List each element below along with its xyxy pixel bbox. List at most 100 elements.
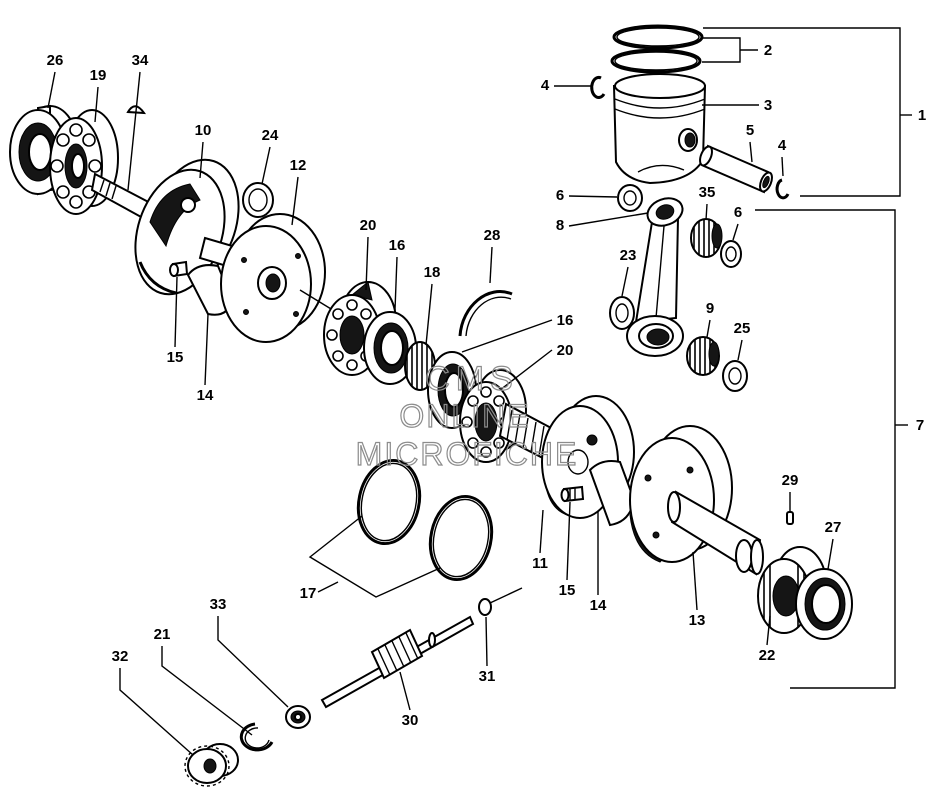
callout-19: 19 xyxy=(90,67,107,84)
callout-29: 29 xyxy=(782,472,799,489)
callout-6-right: 6 xyxy=(734,204,742,221)
callout-30: 30 xyxy=(402,712,419,729)
watermark-line-3: MICROFICHE xyxy=(356,436,579,472)
leader-16-left xyxy=(394,256,398,311)
part-31-washer xyxy=(478,587,523,616)
watermark: CMS ONLINE MICROFICHE xyxy=(355,359,579,472)
callout-21: 21 xyxy=(154,626,171,643)
callout-5: 5 xyxy=(746,122,754,139)
part-9-needle-bearing-big-end xyxy=(686,336,720,376)
callout-12: 12 xyxy=(290,157,307,174)
leader-31 xyxy=(485,616,488,667)
watermark-line-2: ONLINE xyxy=(399,398,530,434)
leader-25 xyxy=(737,339,743,361)
part-17-seal-rings xyxy=(356,458,494,582)
part-18-needle-bearing xyxy=(404,341,436,391)
callout-35: 35 xyxy=(699,184,716,201)
leader-5 xyxy=(749,141,753,163)
part-24-washer xyxy=(242,182,274,218)
callout-1: 1 xyxy=(918,107,926,124)
part-6-washer-right xyxy=(720,240,742,268)
callout-27: 27 xyxy=(825,519,842,536)
leader-lines xyxy=(47,71,834,756)
callout-16-right: 16 xyxy=(557,312,574,329)
callout-3: 3 xyxy=(764,97,772,114)
part-16-oil-seal-left xyxy=(363,311,417,385)
callout-14-left: 14 xyxy=(197,387,214,404)
leader-11 xyxy=(539,509,544,554)
part-13-crank-disc-with-shaft xyxy=(629,425,764,576)
callout-23: 23 xyxy=(620,247,637,264)
callout-16-left: 16 xyxy=(389,237,406,254)
part-29-pin xyxy=(786,511,794,525)
callout-6-left: 6 xyxy=(556,187,564,204)
leader-6-left xyxy=(568,195,618,198)
part-12-crank-disc-left xyxy=(220,213,326,343)
callout-4-left: 4 xyxy=(541,77,550,94)
callout-33: 33 xyxy=(210,596,227,613)
leader-22 xyxy=(766,615,771,646)
leader-6-right xyxy=(732,223,739,241)
callout-20-right: 20 xyxy=(557,342,574,359)
part-21-circlip xyxy=(239,722,274,752)
callout-18: 18 xyxy=(424,264,441,281)
leader-35 xyxy=(705,203,708,221)
callout-25: 25 xyxy=(734,320,751,337)
leader-15-right xyxy=(566,501,571,581)
callout-15-right: 15 xyxy=(559,582,576,599)
callout-20-left: 20 xyxy=(360,217,377,234)
callout-17: 17 xyxy=(300,585,317,602)
leader-9 xyxy=(706,319,711,338)
part-10-crank-web-left xyxy=(134,158,240,296)
part-32-drive-gear xyxy=(184,743,239,787)
leader-20-left xyxy=(365,236,369,291)
callout-4-right: 4 xyxy=(778,137,787,154)
callout-13: 13 xyxy=(689,612,706,629)
leader-30 xyxy=(399,671,411,711)
part-35-needle-bearing-small-end xyxy=(690,218,723,258)
part-4-circlip-left xyxy=(590,75,606,99)
bracket-assembly-1 xyxy=(703,27,912,197)
callout-8: 8 xyxy=(556,217,564,234)
callout-14-right: 14 xyxy=(590,597,607,614)
part-2-piston-rings xyxy=(610,24,704,74)
part-5-piston-pin xyxy=(699,144,773,194)
leader-16-right xyxy=(461,319,553,353)
callout-11: 11 xyxy=(532,555,548,572)
callout-9: 9 xyxy=(706,300,714,317)
part-30-drive-shaft xyxy=(320,615,475,709)
leader-32 xyxy=(119,668,194,756)
part-33-bearing xyxy=(285,705,311,729)
part-19-ball-bearing xyxy=(49,109,119,215)
leader-21 xyxy=(161,646,253,736)
leader-18 xyxy=(425,283,433,346)
leader-4-right xyxy=(781,156,784,177)
leader-10 xyxy=(199,141,204,179)
bracket-rings-17 xyxy=(308,515,441,598)
callouts: 26 19 34 10 24 12 20 16 28 18 16 20 15 1… xyxy=(47,42,927,729)
part-8-connecting-rod xyxy=(626,197,684,357)
part-15-pin-left xyxy=(169,260,189,278)
leader-28 xyxy=(489,246,493,284)
bracket-rings-2 xyxy=(702,37,758,63)
leader-20-right xyxy=(499,349,553,391)
leader-12 xyxy=(291,176,299,226)
callout-34: 34 xyxy=(132,52,149,69)
leader-13 xyxy=(692,551,698,611)
leader-23 xyxy=(621,266,629,297)
callout-28: 28 xyxy=(484,227,501,244)
leader-15-left xyxy=(174,276,178,348)
leader-24 xyxy=(261,146,271,185)
leader-19 xyxy=(94,86,99,123)
part-4-circlip-right xyxy=(775,178,790,200)
part-28-c-clip xyxy=(458,290,513,337)
callout-2: 2 xyxy=(764,42,772,59)
part-3-piston xyxy=(612,73,707,185)
callout-7: 7 xyxy=(916,417,924,434)
leader-27 xyxy=(827,538,834,570)
callout-10: 10 xyxy=(195,122,212,139)
part-25-washer xyxy=(722,360,748,392)
bracket-assembly-7 xyxy=(755,209,908,689)
leader-33 xyxy=(217,616,289,708)
